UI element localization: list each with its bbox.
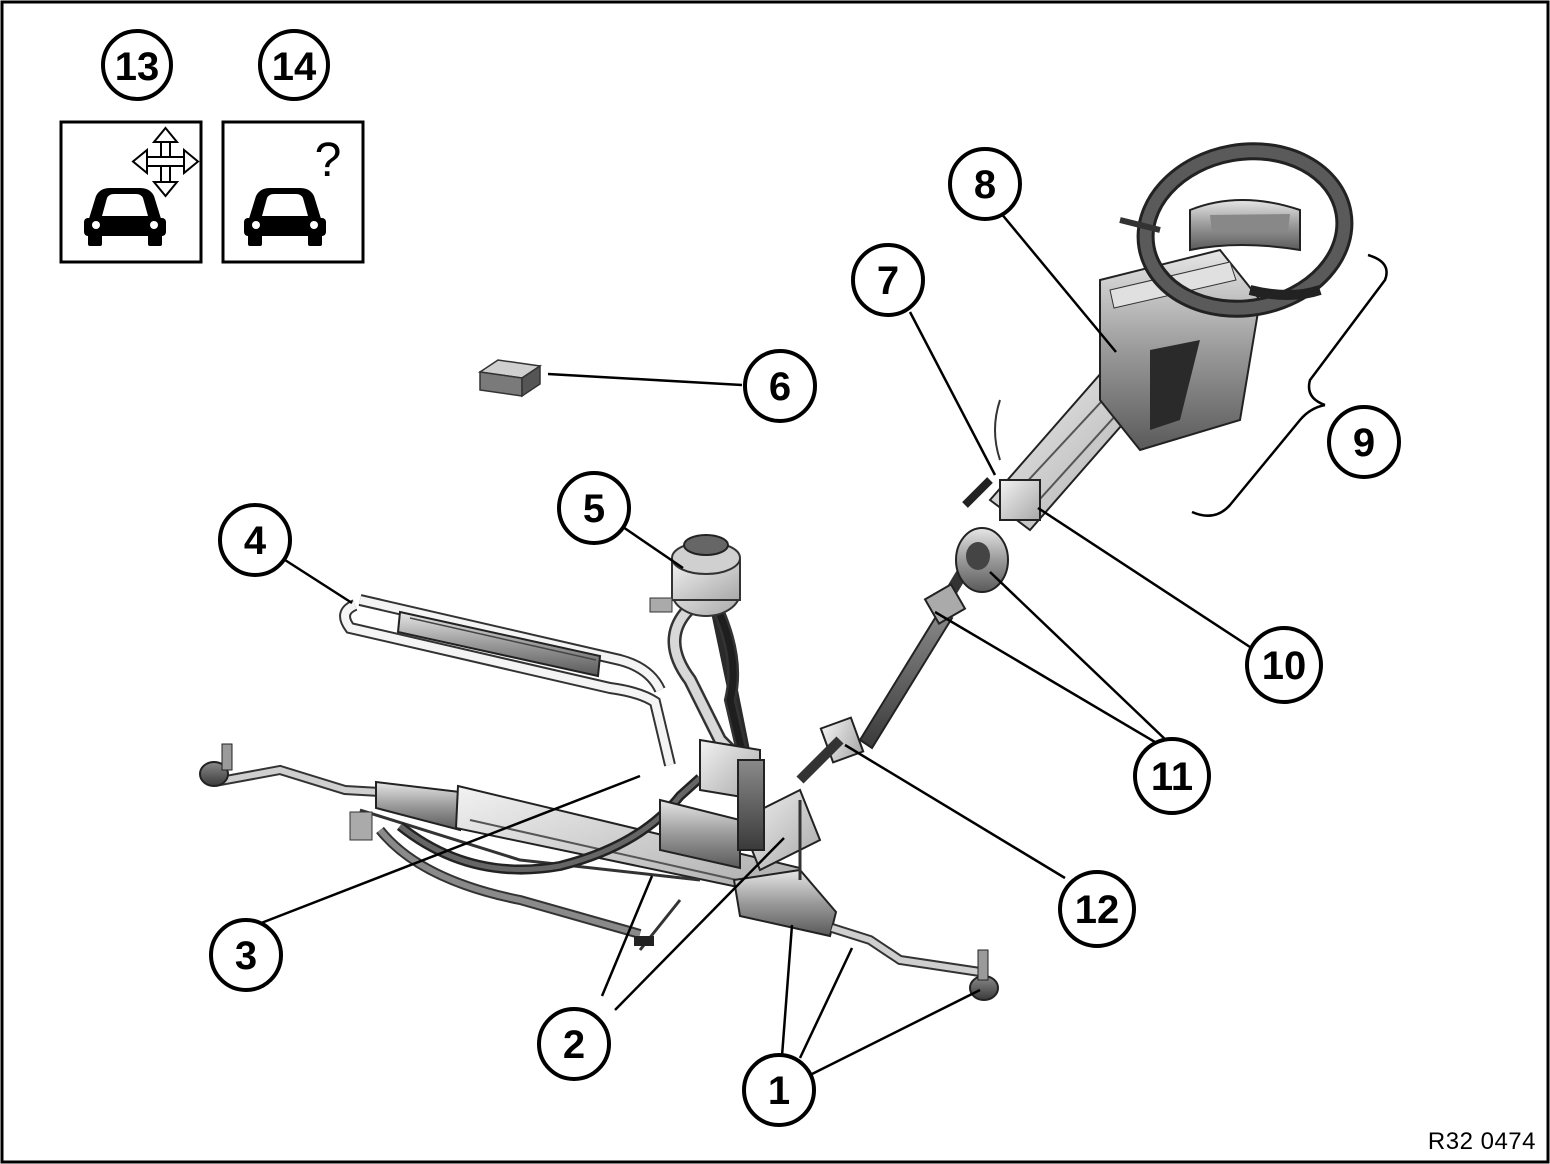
callout-8: 8 [948,147,1022,221]
svg-text:9: 9 [1353,421,1375,465]
icon-13-group: 13 [59,29,203,264]
svg-text:10: 10 [1262,644,1307,688]
cooler-line [339,594,676,767]
icon-14-group: 14 ? [221,29,365,264]
callout-12: 12 [1058,870,1136,948]
callout-10: 10 [1245,626,1323,704]
callout-6: 6 [743,349,817,423]
callout-1: 1 [742,1053,816,1127]
svg-text:3: 3 [235,934,257,978]
svg-text:5: 5 [583,487,605,531]
adjust-arrows [131,126,200,198]
callout-5: 5 [557,471,631,545]
callout-2: 2 [537,1007,611,1081]
leader-lines [237,211,1388,1077]
callout-7: 7 [851,243,925,317]
svg-text:11: 11 [1151,755,1193,799]
control-unit [477,359,543,398]
svg-text:6: 6 [769,365,791,409]
fluid-reservoir [649,534,752,765]
svg-text:4: 4 [244,519,267,563]
svg-text:1: 1 [768,1069,790,1113]
question-mark-icon: ? [315,134,342,187]
callout-circle-14 [258,29,330,101]
callout-circle-13 [101,29,173,101]
car-silhouette-13 [84,188,166,246]
callout-4: 4 [218,503,292,577]
svg-text:12: 12 [1075,888,1120,932]
steering-column [962,142,1354,532]
callout-14-label: 14 [272,45,317,89]
callout-11: 11 [1133,737,1211,815]
callout-13-label: 13 [115,45,160,89]
svg-text:2: 2 [563,1023,585,1067]
figure-reference-code: R32 0474 [1427,1128,1536,1155]
callout-9: 9 [1327,405,1401,479]
svg-text:8: 8 [974,163,996,207]
steering-rack [199,738,999,1001]
svg-text:7: 7 [877,259,899,303]
car-silhouette-14 [244,188,326,246]
callouts: 1 2 3 4 5 6 7 8 9 10 11 12 [209,147,1401,1127]
callout-3: 3 [209,918,283,992]
